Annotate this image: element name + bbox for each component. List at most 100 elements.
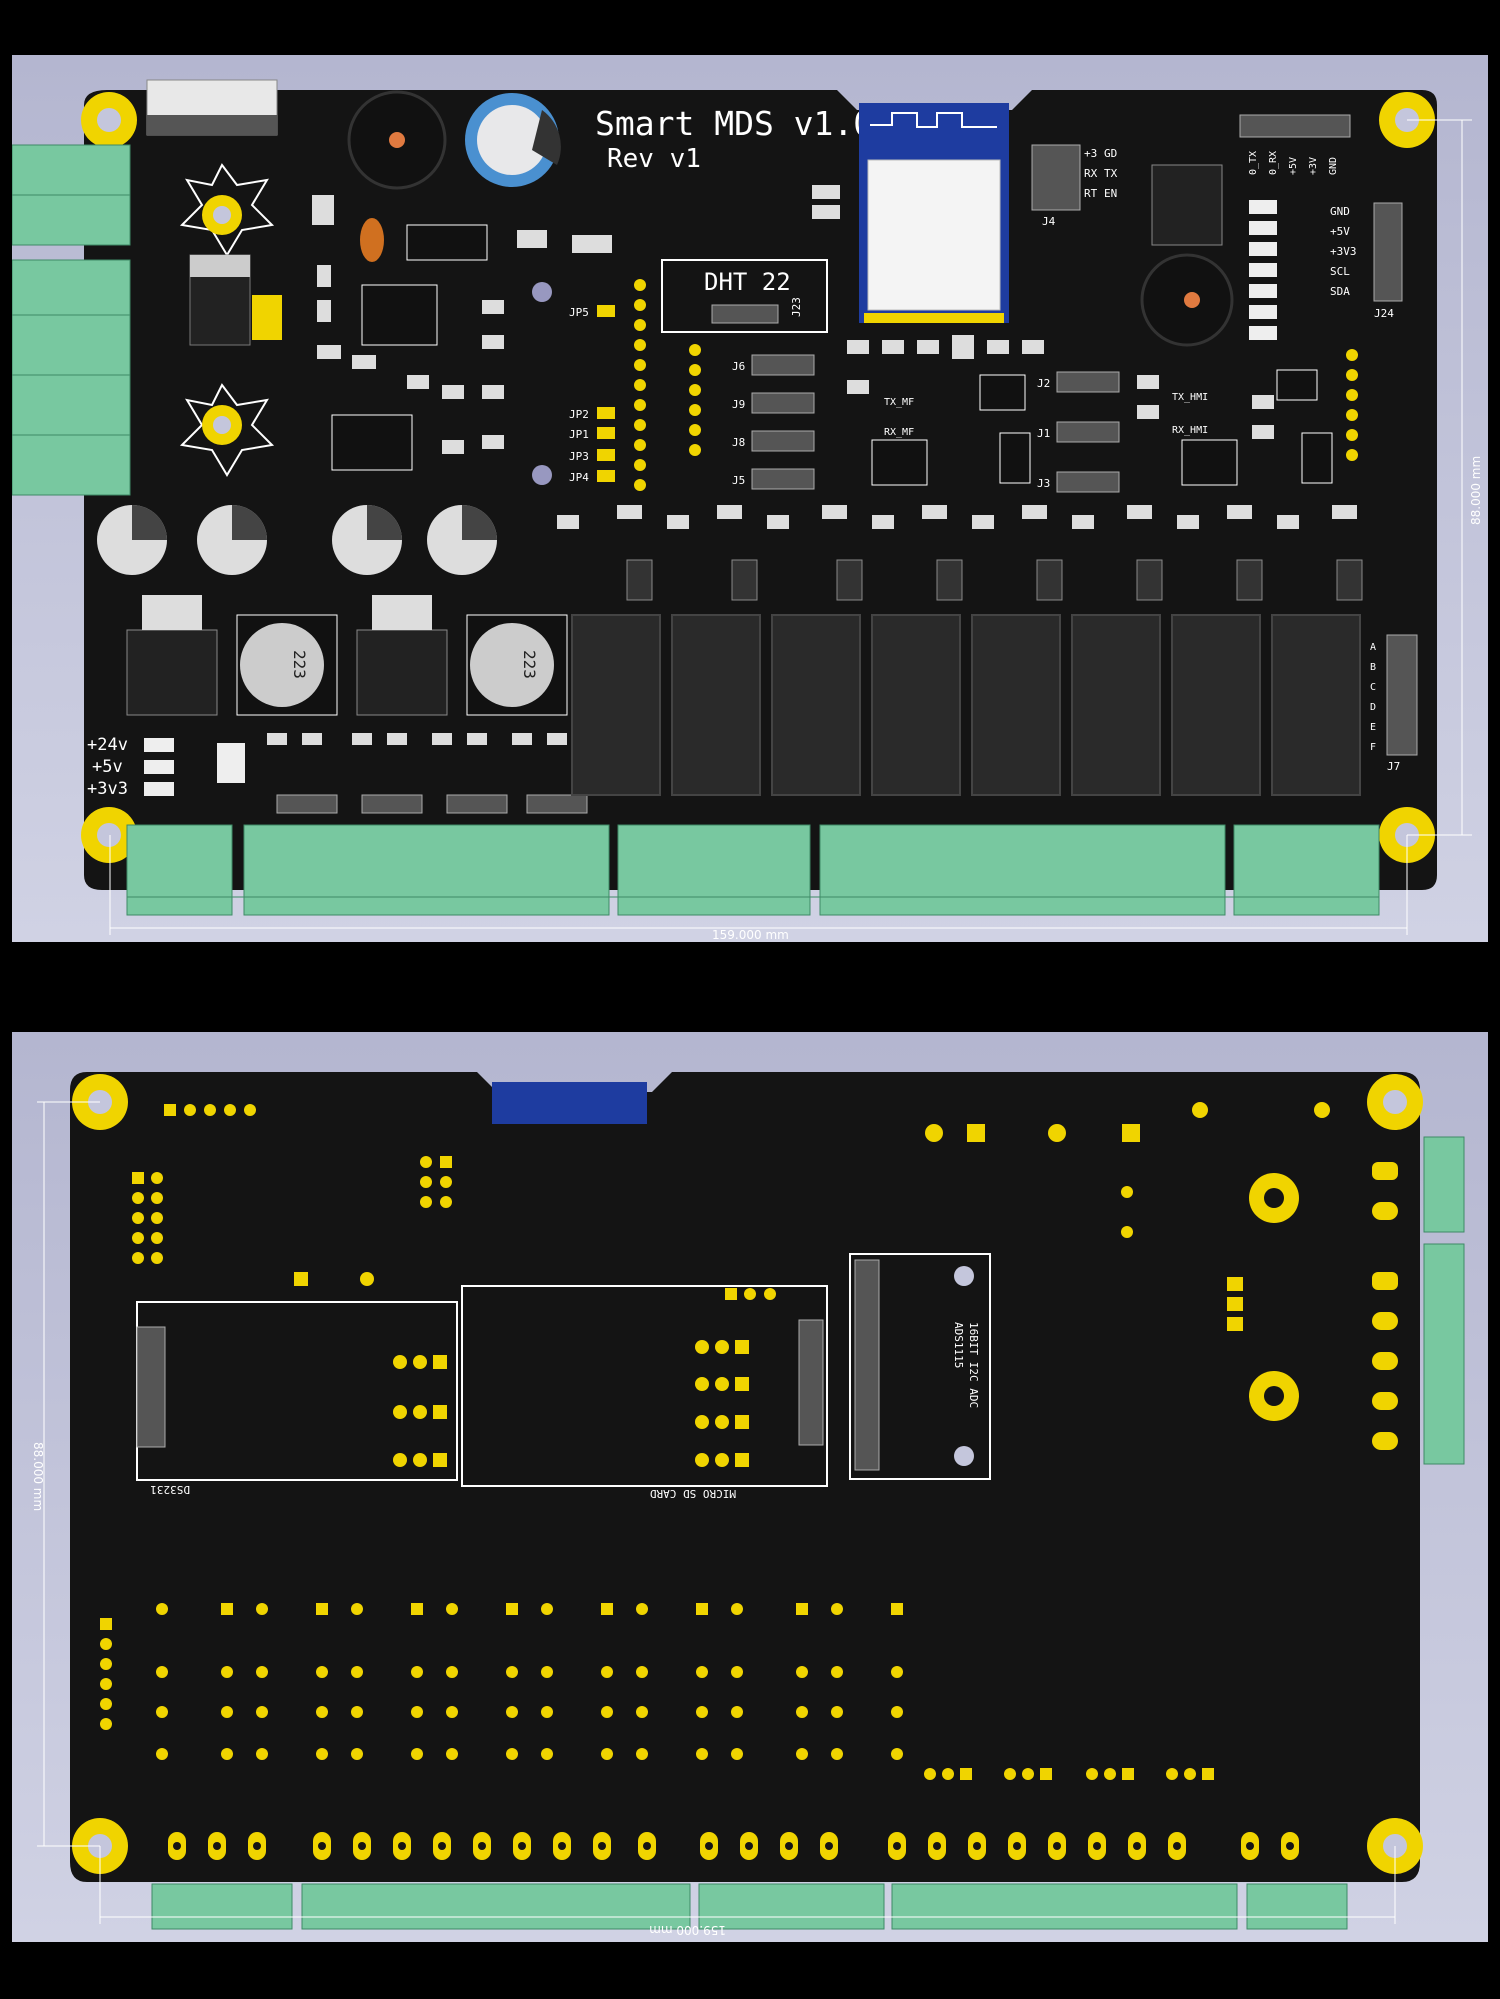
relay-pad <box>601 1666 613 1678</box>
relay-pad <box>696 1666 708 1678</box>
large-mount-pad-icon <box>1249 1173 1299 1223</box>
terminal-pad-hole <box>1133 1842 1141 1850</box>
terminal-block <box>1246 1883 1348 1930</box>
bottom-terminal-blocks <box>126 824 1380 916</box>
relay-pad <box>636 1706 648 1718</box>
relay-pad <box>891 1603 903 1615</box>
terminal-pad-hole <box>1173 1842 1181 1850</box>
relay-pad-matrix <box>156 1603 903 1760</box>
terminal-pad-hole <box>438 1842 446 1850</box>
relay-pad <box>696 1706 708 1718</box>
wifi-module-back <box>492 1082 647 1124</box>
relay-pad <box>316 1666 328 1678</box>
dimension-width: 159.000 mm <box>649 1923 726 1937</box>
rtc-label: DS3231 <box>150 1483 190 1496</box>
buzzer-center <box>389 132 405 148</box>
large-mount-pad-icon <box>1249 1371 1299 1421</box>
relay-pad <box>411 1603 423 1615</box>
j7-label: A <box>1370 642 1376 653</box>
relay-pad <box>831 1603 843 1615</box>
terminal-solder-pads <box>1372 1162 1398 1450</box>
header-label-j23: J23 <box>790 297 803 317</box>
dht-sensor-outline <box>661 259 828 333</box>
signal-headers <box>1056 371 1120 493</box>
terminal-pad-hole <box>785 1842 793 1850</box>
adc-header <box>854 1259 880 1471</box>
serial-header <box>1239 114 1351 138</box>
heatsink-pad-icon <box>179 163 275 257</box>
relay-pad <box>316 1706 328 1718</box>
relay-pad <box>316 1748 328 1760</box>
terminal-block <box>819 824 1226 916</box>
serial-label: 0_RX <box>1268 151 1279 175</box>
relay <box>1171 614 1261 796</box>
relay-pad <box>156 1706 168 1718</box>
header-label-j24: J24 <box>1374 307 1394 320</box>
bottom-view-panel: DS3231 MICRO SD CARD 16BIT I2C ADC ADS11… <box>12 1032 1488 1942</box>
relay <box>771 614 861 796</box>
terminal-block <box>301 1883 691 1930</box>
j7-label: C <box>1370 682 1376 693</box>
terminal-pad-hole <box>253 1842 261 1850</box>
header-j4 <box>1031 144 1081 211</box>
serial-label: +5V <box>1288 157 1299 175</box>
relay <box>871 614 961 796</box>
relay-pad <box>891 1666 903 1678</box>
relay-pad <box>796 1666 808 1678</box>
terminal-block <box>891 1883 1238 1930</box>
relay-pad <box>156 1666 168 1678</box>
header-label-j1: J1 <box>1037 427 1050 440</box>
terminal-pad-hole <box>318 1842 326 1850</box>
relay-pad <box>411 1666 423 1678</box>
relay-driver-components <box>557 505 1357 529</box>
header-label-j2: J2 <box>1037 377 1050 390</box>
tht-pads <box>924 1768 1214 1780</box>
pin-header-column <box>1346 349 1358 461</box>
board-title: Smart MDS v1.0 <box>595 104 873 143</box>
via-hole-icon <box>532 465 552 485</box>
j4-label-2: GD <box>1104 147 1117 160</box>
relay-pad <box>156 1748 168 1760</box>
rtc-header <box>136 1326 166 1448</box>
sd-card-outline <box>461 1285 828 1487</box>
antenna-trace-icon <box>870 112 997 128</box>
terminal-solder-pads <box>168 1832 1299 1860</box>
relay-pad <box>506 1666 518 1678</box>
relay-pad <box>696 1603 708 1615</box>
module-pin-row <box>864 313 1004 323</box>
j7-label: B <box>1370 662 1376 673</box>
terminal-block <box>126 824 233 916</box>
relay-pad <box>796 1706 808 1718</box>
i2c-label-scl: SCL <box>1330 265 1350 278</box>
pcb-board-bottom <box>70 1072 1420 1882</box>
terminal-pad-hole <box>478 1842 486 1850</box>
relay-pad <box>506 1748 518 1760</box>
terminal-block <box>1423 1136 1465 1233</box>
signal-label-rx-hmi: RX_HMI <box>1172 425 1208 436</box>
relay-pad <box>156 1603 168 1615</box>
wifi-module-shield <box>867 159 1001 311</box>
relay-pad <box>831 1748 843 1760</box>
dht-label: DHT 22 <box>704 268 791 296</box>
relay-bank <box>571 614 1361 796</box>
adc-chip-label: ADS1115 <box>952 1322 965 1368</box>
relay-pad <box>891 1706 903 1718</box>
j4-label-1: +3 <box>1084 147 1097 160</box>
relay-pad <box>601 1748 613 1760</box>
terminal-pad-hole <box>745 1842 753 1850</box>
relay <box>1071 614 1161 796</box>
mounting-hole-icon <box>1367 1074 1423 1130</box>
relay-pad <box>351 1706 363 1718</box>
signal-label-rx-mf: RX_MF <box>884 427 914 438</box>
terminal-pad-hole <box>598 1842 606 1850</box>
jumper-pads <box>597 305 615 482</box>
relay-pad <box>446 1666 458 1678</box>
header-label-j6: J6 <box>732 360 745 373</box>
header-label-j5: J5 <box>732 474 745 487</box>
j7-label: F <box>1370 742 1376 753</box>
relay-pad <box>221 1666 233 1678</box>
dc-dc-regulator <box>356 595 448 716</box>
ic-chip <box>331 414 413 471</box>
serial-header-labels: 0_TX 0_RX +5V +3V GND <box>1248 151 1339 175</box>
relay-pad <box>731 1603 743 1615</box>
